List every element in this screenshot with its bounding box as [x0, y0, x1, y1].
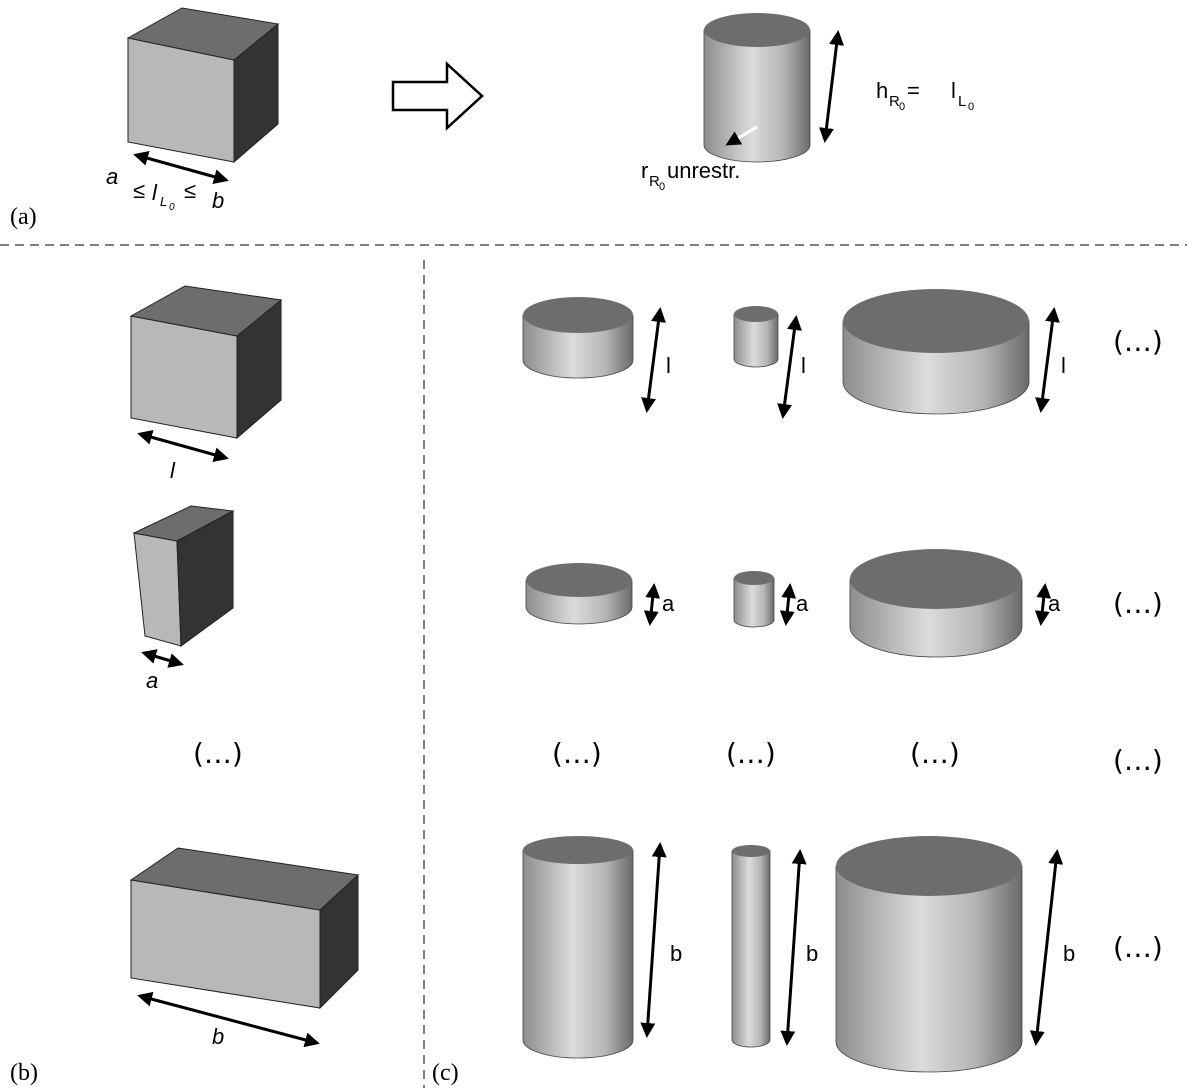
panel-b-ellipsis: (…)	[193, 737, 243, 770]
cylinder-row4-medium-arrow	[640, 842, 667, 1038]
cube-b-a-label: a	[146, 668, 158, 693]
panel-c: l l l (…) a a a	[432, 289, 1163, 1086]
cylinder-row2-wide-arrow	[1034, 583, 1052, 626]
cylinder-a	[703, 13, 811, 163]
cylinder-row2-wide-label: a	[1048, 591, 1061, 616]
height-equation: h R 0 = l L 0	[876, 78, 974, 115]
cylinder-row4-thin-label: b	[806, 941, 818, 966]
cylinder-row1-medium	[522, 297, 634, 379]
cylinder-row2-medium-label: a	[662, 591, 675, 616]
cylinder-row2-thin-arrow	[779, 583, 797, 626]
cylinder-row2-medium	[525, 563, 633, 625]
cylinder-row1-thin	[733, 306, 779, 368]
row3-ellipsis: (…)	[1113, 744, 1163, 777]
row3-ellipsis-col1: (…)	[552, 737, 602, 770]
cylinder-row4-wide-label: b	[1063, 941, 1075, 966]
row3-ellipsis-col2: (…)	[726, 737, 776, 770]
cube-b-a	[132, 505, 235, 647]
cube-b-l-label: l	[170, 458, 176, 483]
cube-a	[126, 7, 280, 164]
box-b-b-arrow	[137, 991, 320, 1048]
cylinder-row2-thin	[733, 571, 775, 628]
cube-b-a-arrow	[141, 649, 184, 668]
cylinder-row4-thin-arrow	[780, 849, 807, 1046]
cylinder-row4-thin	[731, 845, 771, 1048]
cylinder-row4-wide-arrow	[1029, 849, 1064, 1046]
panel-label-c: (c)	[432, 1060, 459, 1086]
panel-label-a: (a)	[10, 204, 37, 230]
cylinder-row1-wide-arrow	[1035, 307, 1060, 413]
box-b-b-label: b	[212, 1024, 224, 1049]
row2-ellipsis: (…)	[1113, 587, 1163, 620]
cylinder-row1-wide-label: l	[1061, 353, 1066, 378]
panel-a: a ≤ l L 0 ≤ b h R 0 = l L 0 r R 0	[10, 7, 974, 230]
cylinder-row2-wide	[849, 549, 1023, 658]
cylinder-row4-wide	[835, 836, 1023, 1073]
cylinder-row2-thin-label: a	[796, 591, 809, 616]
row3-ellipsis-col3: (…)	[910, 737, 960, 770]
cube-b-l	[129, 285, 283, 440]
cylinder-row1-thin-label: l	[801, 353, 806, 378]
cylinder-a-height-arrow	[819, 30, 844, 143]
cylinder-row2-medium-arrow	[643, 583, 661, 626]
cylinder-a-radius-arrow	[725, 125, 758, 146]
cylinder-row1-medium-label: l	[666, 353, 671, 378]
panel-b: l a (…) b (b)	[10, 285, 360, 1086]
box-b-b	[129, 847, 360, 1010]
panel-label-b: (b)	[10, 1060, 38, 1086]
cube-range-label: a ≤ l L 0 ≤ b	[106, 164, 224, 215]
row1-ellipsis: (…)	[1113, 325, 1163, 358]
row4-ellipsis: (…)	[1113, 931, 1163, 964]
cylinder-row1-thin-arrow	[777, 315, 802, 419]
cube-a-edge-arrow	[133, 150, 229, 185]
cylinder-row4-medium-label: b	[670, 941, 682, 966]
radius-label: r R 0 unrestr.	[641, 158, 740, 195]
cube-b-l-arrow	[137, 430, 229, 462]
cylinder-row1-wide	[842, 289, 1030, 415]
transform-arrow	[391, 61, 484, 131]
cylinder-row1-medium-arrow	[641, 307, 666, 413]
cylinder-row4-medium	[522, 836, 634, 1059]
